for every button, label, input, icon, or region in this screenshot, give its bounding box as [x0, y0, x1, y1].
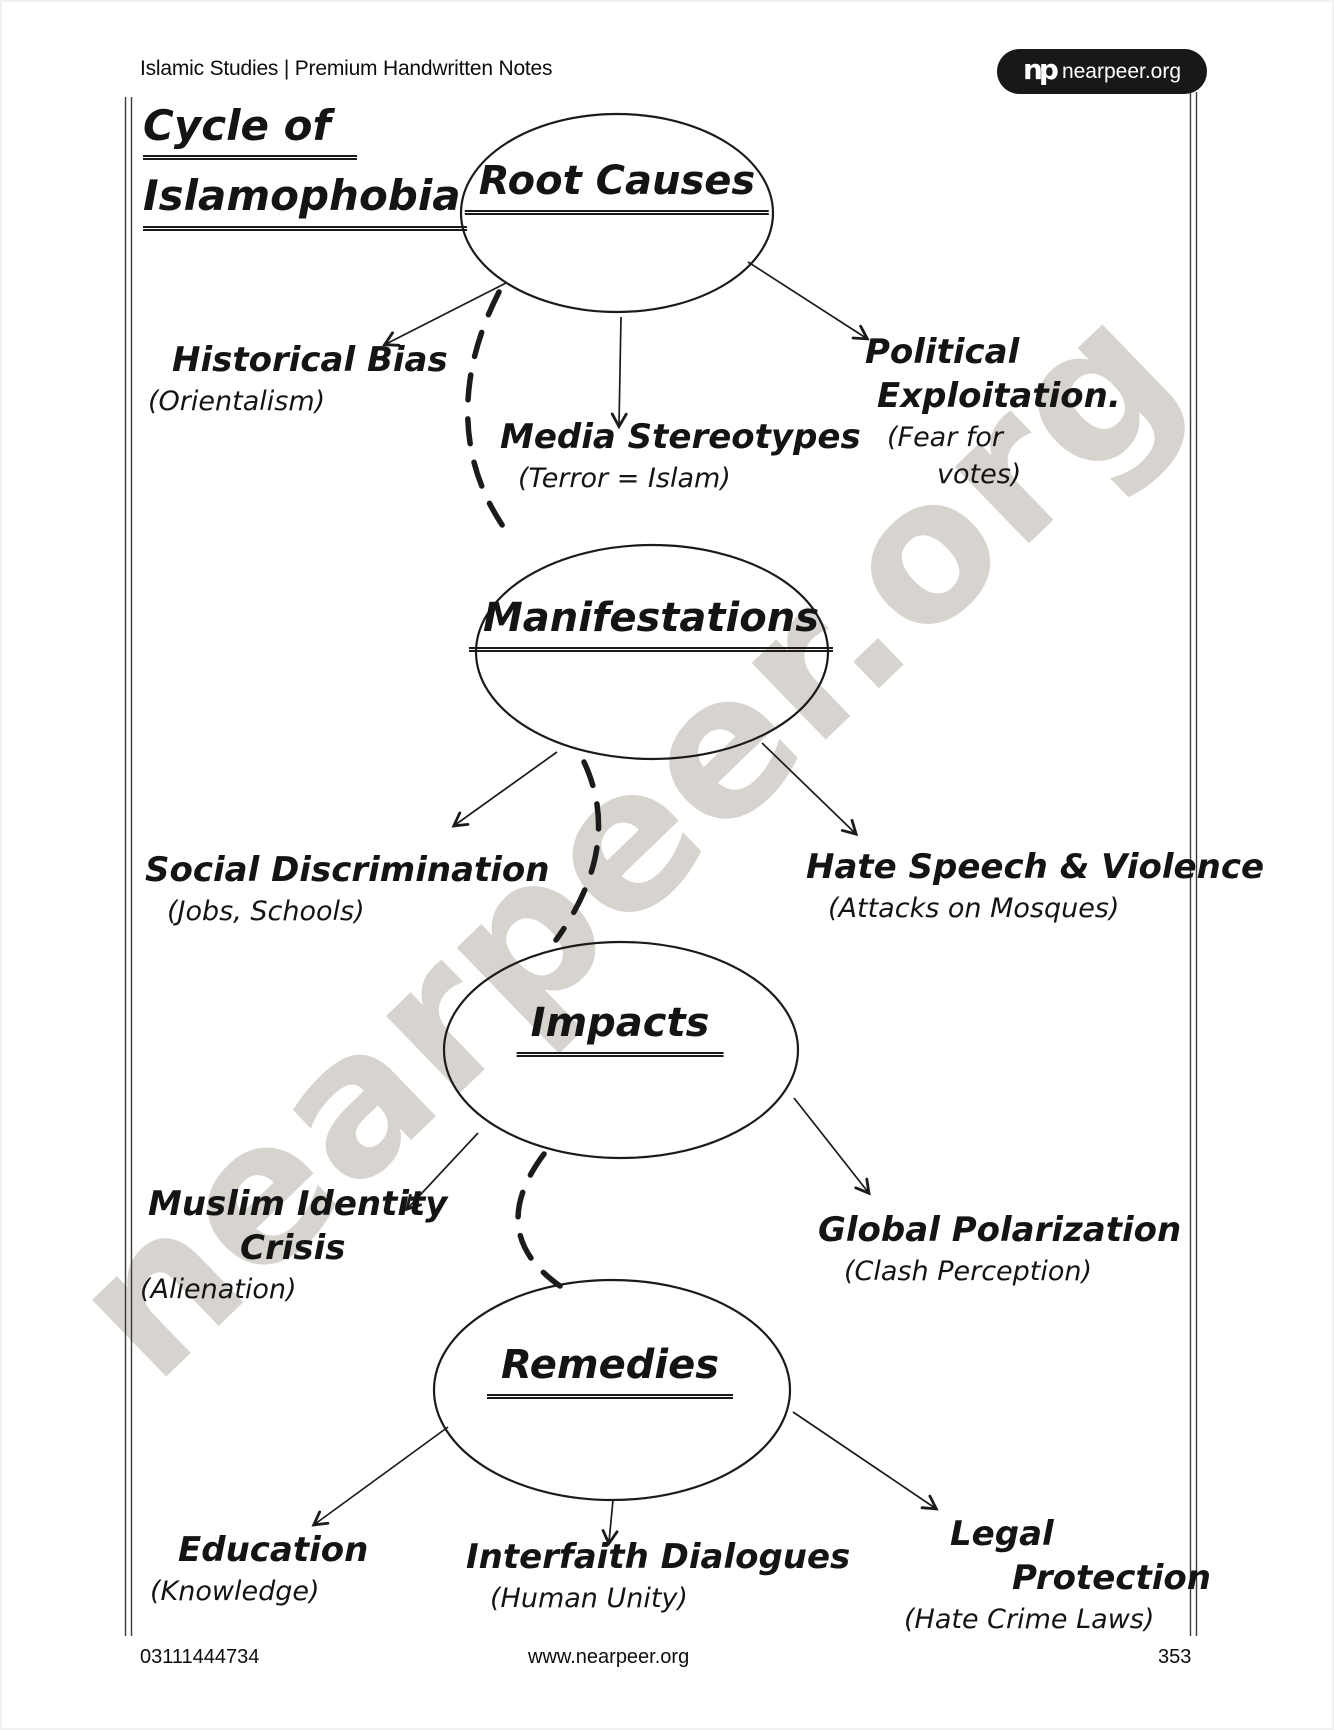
footer-website: www.nearpeer.org: [528, 1646, 690, 1668]
branch-muslim-identity: Muslim Identity Crisis (Alienation): [140, 1182, 448, 1307]
branch-note: (Attacks on Mosques): [828, 893, 1120, 925]
branch-note: (Hate Crime Laws): [904, 1604, 1155, 1636]
branch-title: Education: [178, 1530, 369, 1570]
node-remedies-label: Remedies: [486, 1342, 734, 1399]
branch-note: (Clash Perception): [844, 1256, 1093, 1288]
branch-title: Media Stereotypes: [500, 417, 861, 457]
page-header-title: Islamic Studies | Premium Handwritten No…: [140, 57, 553, 80]
arrow-muslim-identity: [404, 1132, 479, 1212]
connector-impacts-remedies: [515, 1151, 563, 1289]
branch-title: Interfaith Dialogues: [466, 1537, 851, 1577]
branch-title-line1: Muslim Identity: [148, 1184, 448, 1224]
branch-media-stereotypes: Media Stereotypes (Terror = Islam): [500, 415, 861, 496]
root-causes-ellipse: [459, 112, 775, 314]
branch-note: (Terror = Islam): [518, 463, 731, 495]
branch-legal-protection: Legal Protection (Hate Crime Laws): [904, 1512, 1211, 1637]
branch-title-line1: Political: [865, 332, 1020, 372]
node-impacts-label: Impacts: [516, 1000, 724, 1057]
arrow-media-stereotypes: [610, 316, 628, 430]
node-impacts: Impacts: [516, 1000, 724, 1057]
branch-interfaith: Interfaith Dialogues (Human Unity): [466, 1535, 850, 1616]
arrow-interfaith: [601, 1499, 619, 1547]
branch-title-line2: Exploitation.: [877, 376, 1121, 417]
branch-note: (Human Unity): [490, 1583, 688, 1615]
arrow-political-exploitation: [747, 261, 870, 341]
branch-note-line1: (Fear for: [887, 422, 1004, 454]
node-manifestations-label: Manifestations: [468, 595, 834, 652]
footer-page-number: 353: [1158, 1646, 1192, 1668]
node-remedies: Remedies: [486, 1342, 734, 1399]
node-root-causes: Root Causes: [464, 158, 770, 215]
branch-title: Hate Speech & Violence: [806, 847, 1265, 887]
heading-line-2: Islamophobia: [143, 172, 467, 231]
heading-line-1: Cycle of: [143, 101, 357, 161]
branch-title-line2: Crisis: [240, 1228, 346, 1269]
connector-rootcauses-manifestations: [464, 289, 516, 543]
branch-note: (Alienation): [140, 1274, 297, 1306]
branch-title: Global Polarization: [818, 1210, 1182, 1250]
arrow-social-discrimination: [451, 751, 558, 828]
branch-title: Social Discrimination: [145, 850, 550, 890]
nearpeer-brand-label: nearpeer.org: [1061, 59, 1182, 83]
branch-note-line2: votes): [937, 459, 1022, 491]
node-root-causes-label: Root Causes: [464, 158, 770, 215]
nearpeer-badge: np nearpeer.org: [997, 49, 1207, 94]
branch-note: (Knowledge): [150, 1576, 320, 1608]
dashed-connectors: [464, 289, 602, 1289]
connector-manifestations-impacts: [553, 759, 602, 943]
remedies-ellipse: [432, 1278, 792, 1502]
arrow-historical-bias: [382, 282, 507, 347]
node-manifestations: Manifestations: [468, 595, 834, 652]
branch-note: (Orientalism): [148, 386, 326, 418]
nearpeer-logo-icon: np: [1022, 53, 1059, 86]
manifestations-ellipse: [474, 543, 830, 761]
branch-title: Historical Bias: [172, 340, 448, 380]
branch-title-line1: Legal: [950, 1514, 1054, 1554]
branch-title-line2: Protection: [1012, 1558, 1211, 1599]
impacts-ellipse: [442, 940, 800, 1160]
footer-phone: 03111444734: [140, 1646, 260, 1668]
branch-hate-speech: Hate Speech & Violence (Attacks on Mosqu…: [806, 845, 1264, 926]
margin-rules: [124, 92, 1198, 1636]
branch-note: (Jobs, Schools): [167, 896, 365, 928]
arrow-hate-speech: [761, 742, 859, 837]
branch-social-discrimination: Social Discrimination (Jobs, Schools): [145, 848, 549, 929]
arrow-education: [311, 1426, 449, 1527]
page-heading: Cycle of Islamophobia: [143, 101, 467, 243]
branch-education: Education (Knowledge): [150, 1528, 369, 1609]
arrow-legal-protection: [792, 1411, 939, 1511]
branch-arrows: [311, 261, 939, 1547]
arrow-global-polarization: [793, 1097, 871, 1196]
branch-historical-bias: Historical Bias (Orientalism): [148, 338, 448, 419]
branch-global-polarization: Global Polarization (Clash Perception): [818, 1208, 1181, 1289]
branch-political-exploitation: Political Exploitation. (Fear for votes): [865, 330, 1121, 493]
